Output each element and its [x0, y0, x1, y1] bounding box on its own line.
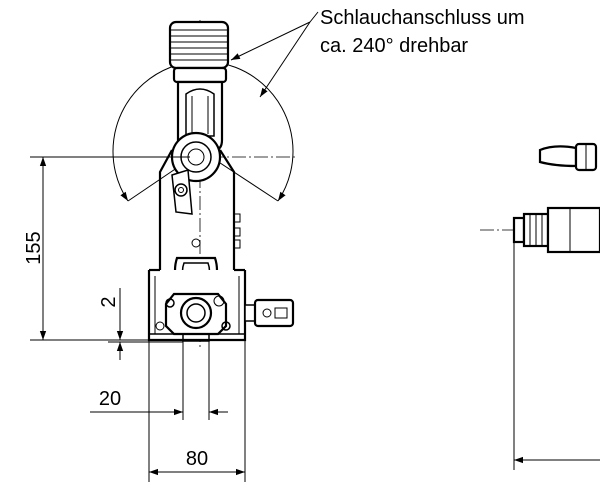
dimension-155 [30, 156, 190, 341]
hose-connector [168, 20, 230, 152]
side-fitting [244, 298, 295, 328]
dimension-2 [108, 288, 183, 360]
dimension-20 [90, 340, 228, 420]
dimension-80 [148, 340, 246, 482]
callout-leaders [230, 11, 319, 98]
dimension-155-label: 155 [23, 231, 45, 264]
dimension-2-label: 2 [98, 296, 120, 307]
callout-line-2: ca. 240° drehbar [320, 35, 468, 57]
dimension-20-label: 20 [99, 388, 121, 410]
callout-line-1: Schlauchanschluss um [320, 7, 525, 29]
dimension-80-label: 80 [186, 448, 208, 470]
side-view [480, 142, 600, 470]
base-block [147, 268, 247, 342]
